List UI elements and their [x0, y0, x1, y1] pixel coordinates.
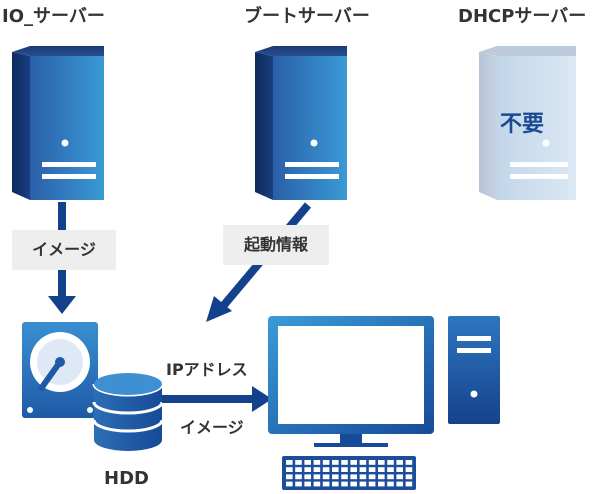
keyboard-key [295, 467, 302, 472]
keyboard-key [295, 481, 302, 487]
keyboard-key [295, 460, 302, 465]
keyboard-key [368, 481, 376, 487]
pc-tower-icon [448, 316, 500, 424]
keyboard-key [332, 474, 339, 480]
monitor-icon [268, 316, 434, 447]
keyboard-key [322, 481, 330, 487]
keyboard-key [341, 481, 348, 487]
keyboard-key [368, 467, 376, 472]
keyboard-key [368, 474, 376, 480]
image-to-pc-text: イメージ [180, 418, 244, 437]
keyboard-key [286, 467, 293, 472]
boot-info-tag: 起動情報 [223, 225, 329, 265]
keyboard-key [378, 481, 385, 487]
keyboard-key [332, 467, 339, 472]
hdd-label: HDD [104, 468, 149, 489]
keyboard-key [322, 467, 330, 472]
keyboard-key [341, 460, 348, 465]
keyboard-key [341, 474, 348, 480]
keyboard-key [405, 467, 413, 472]
keyboard-key [350, 481, 357, 487]
keyboard-key [313, 474, 321, 480]
keyboard-key [378, 474, 385, 480]
keyboard-key [368, 460, 376, 465]
keyboard-key [350, 467, 357, 472]
keyboard-key [350, 460, 357, 465]
keyboard-key [322, 474, 330, 480]
keyboard-key [304, 474, 311, 480]
keyboard-key [313, 460, 321, 465]
dhcp-server-icon [479, 46, 576, 200]
io-server-icon [12, 46, 104, 200]
keyboard-key [359, 467, 367, 472]
keyboard-icon [282, 456, 416, 490]
keyboard-key [396, 481, 403, 487]
keyboard-key [359, 460, 367, 465]
hdd-drive-icon [22, 322, 98, 418]
keyboard-key [304, 467, 311, 472]
keyboard-key [350, 474, 357, 480]
keyboard-key [378, 467, 385, 472]
keyboard-key [378, 460, 385, 465]
dhcp-not-required-text: 不要 [500, 112, 545, 137]
keyboard-key [359, 481, 367, 487]
keyboard-key [332, 481, 339, 487]
database-icon [92, 373, 164, 451]
keyboard-key [387, 467, 394, 472]
keyboard-key [286, 481, 293, 487]
keyboard-key [405, 460, 413, 465]
keyboard-key [313, 481, 321, 487]
keyboard-key [286, 460, 293, 465]
keyboard-key [341, 467, 348, 472]
image-flow-tag: イメージ [12, 230, 116, 270]
keyboard-key [304, 481, 311, 487]
keyboard-key [286, 474, 293, 480]
ip-address-text: IPアドレス [166, 360, 248, 379]
hdd-to-pc-arrow [162, 386, 272, 412]
keyboard-key [304, 460, 311, 465]
keyboard-key [396, 460, 403, 465]
boot-server-icon [255, 46, 347, 200]
keyboard-key [295, 474, 302, 480]
keyboard-key [396, 467, 403, 472]
boot-server-title: ブートサーバー [244, 6, 370, 27]
keyboard-key [387, 481, 394, 487]
keyboard-key [387, 460, 394, 465]
keyboard-key [405, 481, 413, 487]
keyboard-key [313, 467, 321, 472]
keyboard-key [332, 460, 339, 465]
keyboard-key [359, 474, 367, 480]
dhcp-server-title: DHCPサーバー [458, 6, 587, 27]
keyboard-key [322, 460, 330, 465]
keyboard-key [396, 474, 403, 480]
io-server-title: IO_サーバー [2, 6, 105, 27]
keyboard-key [387, 474, 394, 480]
keyboard-key [405, 474, 413, 480]
